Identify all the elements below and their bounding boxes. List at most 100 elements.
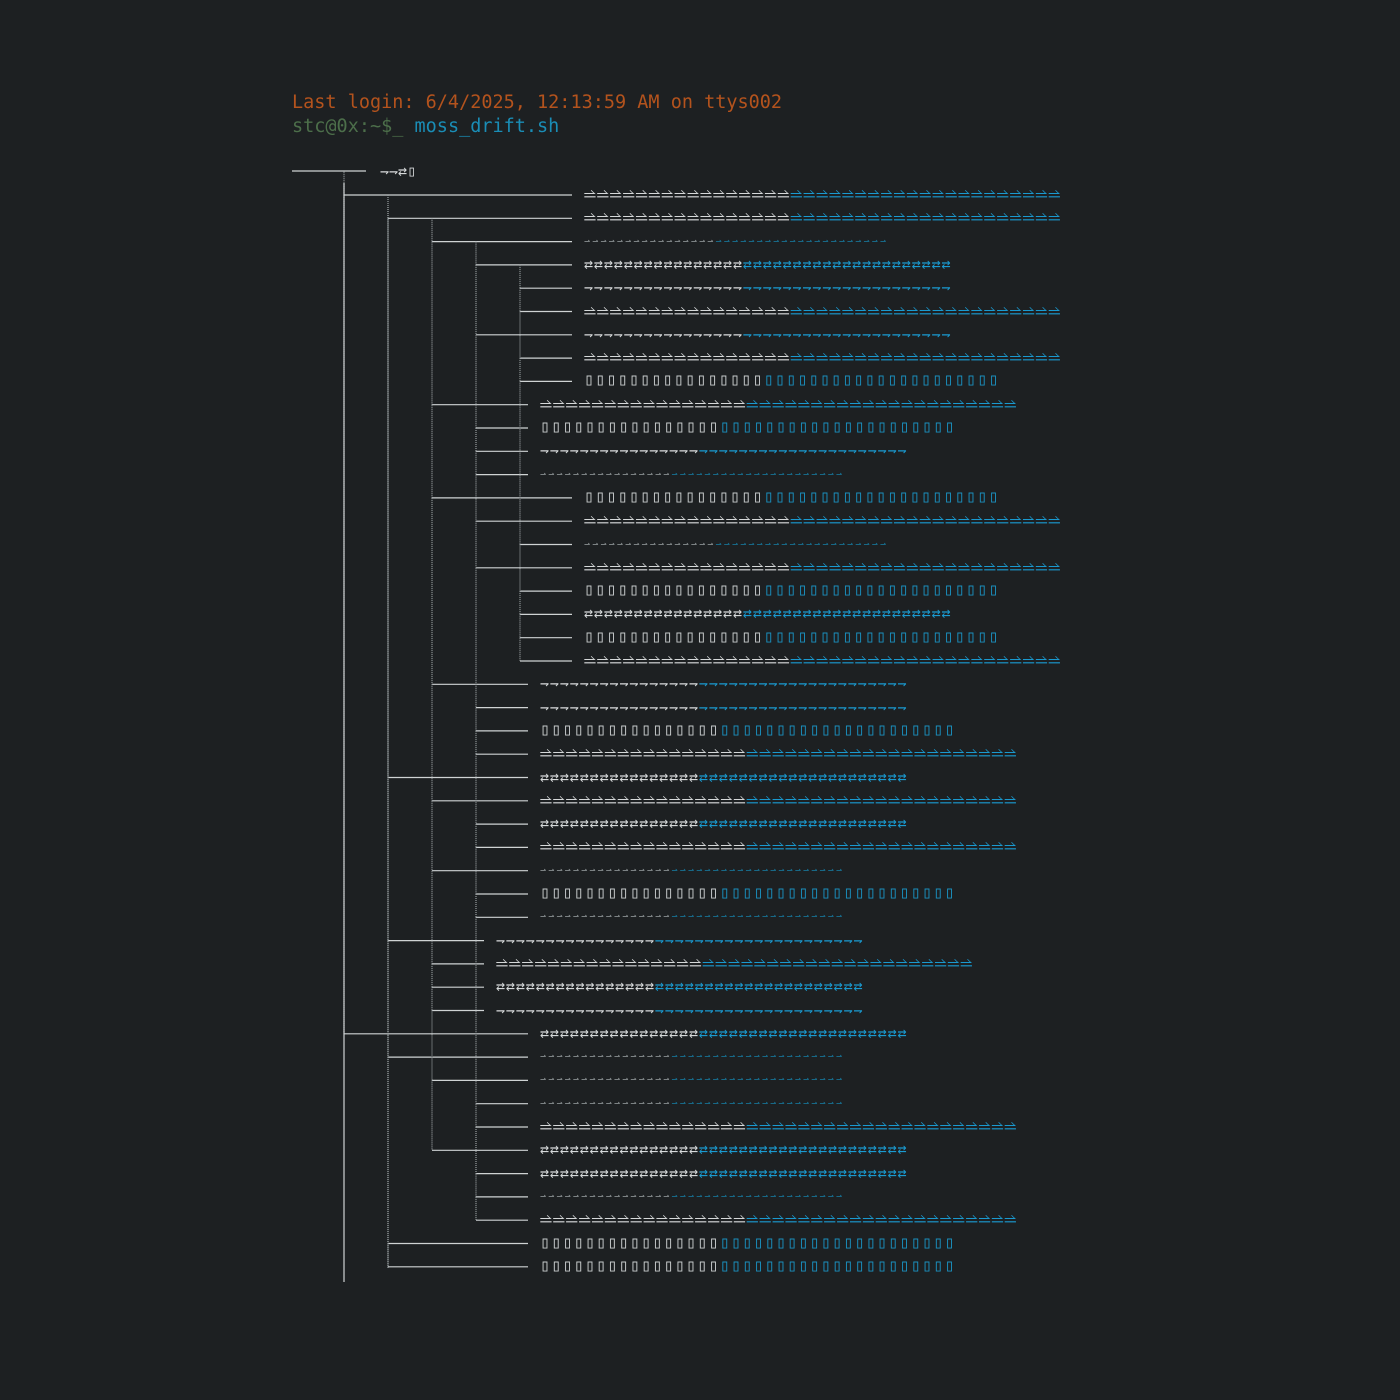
- tree-row: ⇀⇀⇀⇀⇀⇀⇀⇀⇀⇀⇀⇀⇀⇀⇀⇀⇀⇀⇀⇀⇀⇀⇀⇀⇀⇀⇀⇀⇀⇀⇀⇀⇀⇀⇀⇀⇀: [540, 1045, 844, 1068]
- row-glyphs-blue: ⇀⇀⇀⇀⇀⇀⇀⇀⇀⇀⇀⇀⇀⇀⇀⇀⇀⇀⇀⇀⇀: [671, 864, 845, 876]
- last-login-line: Last login: 6/4/2025, 12:13:59 AM on tty…: [292, 92, 783, 113]
- row-glyphs-white: ⥬⥬⥬⥬⥬⥬⥬⥬⥬⥬⥬⥬⥬⥬⥬⥬: [584, 651, 791, 669]
- tree-row: ⇁⇁⇁⇁⇁⇁⇁⇁⇁⇁⇁⇁⇁⇁⇁⇁⇁⇁⇁⇁⇁⇁⇁⇁⇁⇁⇁⇁⇁⇁⇁⇁⇁⇁⇁⇁⇁: [584, 276, 951, 299]
- tree-row: ▯▯▯▯▯▯▯▯▯▯▯▯▯▯▯▯▯▯▯▯▯▯▯▯▯▯▯▯▯▯▯▯▯▯▯▯▯: [540, 1232, 956, 1255]
- row-glyphs-blue: ⥬⥬⥬⥬⥬⥬⥬⥬⥬⥬⥬⥬⥬⥬⥬⥬⥬⥬⥬⥬⥬: [790, 185, 1062, 203]
- row-glyphs-white: ▯▯▯▯▯▯▯▯▯▯▯▯▯▯▯▯: [540, 1232, 720, 1253]
- tree-root-glyphs: ⇁⇁⇄▯: [380, 162, 417, 180]
- row-glyphs-white: ⥬⥬⥬⥬⥬⥬⥬⥬⥬⥬⥬⥬⥬⥬⥬⥬: [496, 953, 703, 972]
- row-glyphs-blue: ⇁⇁⇁⇁⇁⇁⇁⇁⇁⇁⇁⇁⇁⇁⇁⇁⇁⇁⇁⇁⇁: [654, 930, 864, 949]
- row-glyphs-blue: ⇄⇄⇄⇄⇄⇄⇄⇄⇄⇄⇄⇄⇄⇄⇄⇄⇄⇄⇄⇄⇄: [698, 1163, 908, 1182]
- row-glyphs-white: ⇀⇀⇀⇀⇀⇀⇀⇀⇀⇀⇀⇀⇀⇀⇀⇀: [540, 1074, 672, 1086]
- tree-row: ⇄⇄⇄⇄⇄⇄⇄⇄⇄⇄⇄⇄⇄⇄⇄⇄⇄⇄⇄⇄⇄⇄⇄⇄⇄⇄⇄⇄⇄⇄⇄⇄⇄⇄⇄⇄⇄: [496, 975, 863, 998]
- row-glyphs-white: ⥬⥬⥬⥬⥬⥬⥬⥬⥬⥬⥬⥬⥬⥬⥬⥬: [584, 208, 791, 227]
- row-glyphs-blue: ⇄⇄⇄⇄⇄⇄⇄⇄⇄⇄⇄⇄⇄⇄⇄⇄⇄⇄⇄⇄⇄: [654, 977, 864, 996]
- row-glyphs-white: ⇄⇄⇄⇄⇄⇄⇄⇄⇄⇄⇄⇄⇄⇄⇄⇄: [584, 254, 743, 273]
- tree-row: ⥬⥬⥬⥬⥬⥬⥬⥬⥬⥬⥬⥬⥬⥬⥬⥬⥬⥬⥬⥬⥬⥬⥬⥬⥬⥬⥬⥬⥬⥬⥬⥬⥬⥬⥬⥬⥬: [584, 509, 1061, 532]
- tree-row: ⇄⇄⇄⇄⇄⇄⇄⇄⇄⇄⇄⇄⇄⇄⇄⇄⇄⇄⇄⇄⇄⇄⇄⇄⇄⇄⇄⇄⇄⇄⇄⇄⇄⇄⇄⇄⇄: [540, 812, 907, 835]
- row-glyphs-blue: ▯▯▯▯▯▯▯▯▯▯▯▯▯▯▯▯▯▯▯▯▯: [719, 883, 956, 903]
- tree-row: ⇁⇁⇁⇁⇁⇁⇁⇁⇁⇁⇁⇁⇁⇁⇁⇁⇁⇁⇁⇁⇁⇁⇁⇁⇁⇁⇁⇁⇁⇁⇁⇁⇁⇁⇁⇁⇁: [540, 672, 907, 695]
- row-glyphs-blue: ⇀⇀⇀⇀⇀⇀⇀⇀⇀⇀⇀⇀⇀⇀⇀⇀⇀⇀⇀⇀⇀: [671, 468, 845, 480]
- row-glyphs-white: ⇄⇄⇄⇄⇄⇄⇄⇄⇄⇄⇄⇄⇄⇄⇄⇄: [540, 767, 699, 786]
- tree-row: ⇀⇀⇀⇀⇀⇀⇀⇀⇀⇀⇀⇀⇀⇀⇀⇀⇀⇀⇀⇀⇀⇀⇀⇀⇀⇀⇀⇀⇀⇀⇀⇀⇀⇀⇀⇀⇀: [540, 859, 844, 882]
- row-glyphs-blue: ⥬⥬⥬⥬⥬⥬⥬⥬⥬⥬⥬⥬⥬⥬⥬⥬⥬⥬⥬⥬⥬: [746, 837, 1018, 856]
- row-glyphs-white: ▯▯▯▯▯▯▯▯▯▯▯▯▯▯▯▯: [584, 370, 764, 391]
- tree-row: ⇄⇄⇄⇄⇄⇄⇄⇄⇄⇄⇄⇄⇄⇄⇄⇄⇄⇄⇄⇄⇄⇄⇄⇄⇄⇄⇄⇄⇄⇄⇄⇄⇄⇄⇄⇄⇄: [540, 1022, 907, 1045]
- row-glyphs-blue: ⇀⇀⇀⇀⇀⇀⇀⇀⇀⇀⇀⇀⇀⇀⇀⇀⇀⇀⇀⇀⇀: [671, 911, 845, 923]
- tree-row: ⇁⇁⇁⇁⇁⇁⇁⇁⇁⇁⇁⇁⇁⇁⇁⇁⇁⇁⇁⇁⇁⇁⇁⇁⇁⇁⇁⇁⇁⇁⇁⇁⇁⇁⇁⇁⇁: [540, 696, 907, 719]
- row-glyphs-blue: ⇁⇁⇁⇁⇁⇁⇁⇁⇁⇁⇁⇁⇁⇁⇁⇁⇁⇁⇁⇁⇁: [742, 324, 952, 343]
- row-glyphs-white: ⇀⇀⇀⇀⇀⇀⇀⇀⇀⇀⇀⇀⇀⇀⇀⇀: [584, 538, 716, 550]
- row-glyphs-blue: ▯▯▯▯▯▯▯▯▯▯▯▯▯▯▯▯▯▯▯▯▯: [763, 370, 1000, 391]
- row-glyphs-blue: ⇄⇄⇄⇄⇄⇄⇄⇄⇄⇄⇄⇄⇄⇄⇄⇄⇄⇄⇄⇄⇄: [742, 604, 952, 623]
- tree-row: ⥬⥬⥬⥬⥬⥬⥬⥬⥬⥬⥬⥬⥬⥬⥬⥬⥬⥬⥬⥬⥬⥬⥬⥬⥬⥬⥬⥬⥬⥬⥬⥬⥬⥬⥬⥬⥬: [540, 742, 1017, 765]
- row-glyphs-blue: ▯▯▯▯▯▯▯▯▯▯▯▯▯▯▯▯▯▯▯▯▯: [719, 417, 956, 437]
- row-glyphs-white: ▯▯▯▯▯▯▯▯▯▯▯▯▯▯▯▯: [540, 883, 720, 903]
- row-glyphs-white: ⇀⇀⇀⇀⇀⇀⇀⇀⇀⇀⇀⇀⇀⇀⇀⇀: [540, 864, 672, 876]
- row-glyphs-white: ⇀⇀⇀⇀⇀⇀⇀⇀⇀⇀⇀⇀⇀⇀⇀⇀: [540, 911, 672, 923]
- row-glyphs-white: ⇁⇁⇁⇁⇁⇁⇁⇁⇁⇁⇁⇁⇁⇁⇁⇁: [540, 441, 699, 460]
- row-glyphs-blue: ⥬⥬⥬⥬⥬⥬⥬⥬⥬⥬⥬⥬⥬⥬⥬⥬⥬⥬⥬⥬⥬: [790, 301, 1062, 320]
- row-glyphs-blue: ▯▯▯▯▯▯▯▯▯▯▯▯▯▯▯▯▯▯▯▯▯: [719, 719, 956, 740]
- tree-row: ⥬⥬⥬⥬⥬⥬⥬⥬⥬⥬⥬⥬⥬⥬⥬⥬⥬⥬⥬⥬⥬⥬⥬⥬⥬⥬⥬⥬⥬⥬⥬⥬⥬⥬⥬⥬⥬: [540, 1115, 1017, 1138]
- tree-row: ⇀⇀⇀⇀⇀⇀⇀⇀⇀⇀⇀⇀⇀⇀⇀⇀⇀⇀⇀⇀⇀⇀⇀⇀⇀⇀⇀⇀⇀⇀⇀⇀⇀⇀⇀⇀⇀: [540, 463, 844, 486]
- row-glyphs-blue: ⥬⥬⥬⥬⥬⥬⥬⥬⥬⥬⥬⥬⥬⥬⥬⥬⥬⥬⥬⥬⥬: [746, 744, 1018, 763]
- row-glyphs-blue: ⇀⇀⇀⇀⇀⇀⇀⇀⇀⇀⇀⇀⇀⇀⇀⇀⇀⇀⇀⇀⇀: [671, 1097, 845, 1109]
- row-glyphs-white: ⇁⇁⇁⇁⇁⇁⇁⇁⇁⇁⇁⇁⇁⇁⇁⇁: [496, 1000, 655, 1019]
- tree-row: ⇀⇀⇀⇀⇀⇀⇀⇀⇀⇀⇀⇀⇀⇀⇀⇀⇀⇀⇀⇀⇀⇀⇀⇀⇀⇀⇀⇀⇀⇀⇀⇀⇀⇀⇀⇀⇀: [584, 230, 888, 253]
- row-glyphs-blue: ⇁⇁⇁⇁⇁⇁⇁⇁⇁⇁⇁⇁⇁⇁⇁⇁⇁⇁⇁⇁⇁: [698, 441, 908, 460]
- row-glyphs-blue: ▯▯▯▯▯▯▯▯▯▯▯▯▯▯▯▯▯▯▯▯▯: [763, 486, 1000, 507]
- row-glyphs-white: ⇄⇄⇄⇄⇄⇄⇄⇄⇄⇄⇄⇄⇄⇄⇄⇄: [496, 977, 655, 996]
- row-glyphs-white: ⥬⥬⥬⥬⥬⥬⥬⥬⥬⥬⥬⥬⥬⥬⥬⥬: [540, 744, 747, 763]
- row-glyphs-blue: ⥬⥬⥬⥬⥬⥬⥬⥬⥬⥬⥬⥬⥬⥬⥬⥬⥬⥬⥬⥬⥬: [790, 557, 1062, 576]
- row-glyphs-blue: ⇁⇁⇁⇁⇁⇁⇁⇁⇁⇁⇁⇁⇁⇁⇁⇁⇁⇁⇁⇁⇁: [654, 1000, 864, 1019]
- row-glyphs-blue: ⥬⥬⥬⥬⥬⥬⥬⥬⥬⥬⥬⥬⥬⥬⥬⥬⥬⥬⥬⥬⥬: [702, 953, 974, 972]
- row-glyphs-white: ⥬⥬⥬⥬⥬⥬⥬⥬⥬⥬⥬⥬⥬⥬⥬⥬: [540, 1210, 747, 1229]
- shell-prompt: stc@0x:~$_ moss_drift.sh: [292, 115, 559, 139]
- tree-row: ▯▯▯▯▯▯▯▯▯▯▯▯▯▯▯▯▯▯▯▯▯▯▯▯▯▯▯▯▯▯▯▯▯▯▯▯▯: [584, 579, 1000, 602]
- tree-row: ⇀⇀⇀⇀⇀⇀⇀⇀⇀⇀⇀⇀⇀⇀⇀⇀⇀⇀⇀⇀⇀⇀⇀⇀⇀⇀⇀⇀⇀⇀⇀⇀⇀⇀⇀⇀⇀: [540, 905, 844, 928]
- tree-row: ⇄⇄⇄⇄⇄⇄⇄⇄⇄⇄⇄⇄⇄⇄⇄⇄⇄⇄⇄⇄⇄⇄⇄⇄⇄⇄⇄⇄⇄⇄⇄⇄⇄⇄⇄⇄⇄: [540, 1138, 907, 1161]
- row-glyphs-white: ⇄⇄⇄⇄⇄⇄⇄⇄⇄⇄⇄⇄⇄⇄⇄⇄: [540, 1023, 699, 1042]
- row-glyphs-blue: ▯▯▯▯▯▯▯▯▯▯▯▯▯▯▯▯▯▯▯▯▯: [719, 1232, 956, 1253]
- row-glyphs-blue: ⇄⇄⇄⇄⇄⇄⇄⇄⇄⇄⇄⇄⇄⇄⇄⇄⇄⇄⇄⇄⇄: [698, 1023, 908, 1042]
- tree-row: ⥬⥬⥬⥬⥬⥬⥬⥬⥬⥬⥬⥬⥬⥬⥬⥬⥬⥬⥬⥬⥬⥬⥬⥬⥬⥬⥬⥬⥬⥬⥬⥬⥬⥬⥬⥬⥬: [584, 206, 1061, 229]
- tree-row: ⇁⇁⇁⇁⇁⇁⇁⇁⇁⇁⇁⇁⇁⇁⇁⇁⇁⇁⇁⇁⇁⇁⇁⇁⇁⇁⇁⇁⇁⇁⇁⇁⇁⇁⇁⇁⇁: [584, 323, 951, 346]
- row-glyphs-white: ▯▯▯▯▯▯▯▯▯▯▯▯▯▯▯▯: [584, 580, 764, 601]
- tree-row: ⥬⥬⥬⥬⥬⥬⥬⥬⥬⥬⥬⥬⥬⥬⥬⥬⥬⥬⥬⥬⥬⥬⥬⥬⥬⥬⥬⥬⥬⥬⥬⥬⥬⥬⥬⥬⥬: [584, 346, 1061, 369]
- tree-row: ▯▯▯▯▯▯▯▯▯▯▯▯▯▯▯▯▯▯▯▯▯▯▯▯▯▯▯▯▯▯▯▯▯▯▯▯▯: [540, 882, 956, 905]
- row-glyphs-blue: ⥬⥬⥬⥬⥬⥬⥬⥬⥬⥬⥬⥬⥬⥬⥬⥬⥬⥬⥬⥬⥬: [790, 511, 1062, 530]
- tree-row: ⥬⥬⥬⥬⥬⥬⥬⥬⥬⥬⥬⥬⥬⥬⥬⥬⥬⥬⥬⥬⥬⥬⥬⥬⥬⥬⥬⥬⥬⥬⥬⥬⥬⥬⥬⥬⥬: [540, 393, 1017, 416]
- row-glyphs-white: ⇀⇀⇀⇀⇀⇀⇀⇀⇀⇀⇀⇀⇀⇀⇀⇀: [540, 1051, 672, 1063]
- row-glyphs-white: ▯▯▯▯▯▯▯▯▯▯▯▯▯▯▯▯: [540, 719, 720, 740]
- row-glyphs-white: ⇁⇁⇁⇁⇁⇁⇁⇁⇁⇁⇁⇁⇁⇁⇁⇁: [540, 697, 699, 716]
- tree-row: ⇄⇄⇄⇄⇄⇄⇄⇄⇄⇄⇄⇄⇄⇄⇄⇄⇄⇄⇄⇄⇄⇄⇄⇄⇄⇄⇄⇄⇄⇄⇄⇄⇄⇄⇄⇄⇄: [584, 602, 951, 625]
- row-glyphs-white: ⇀⇀⇀⇀⇀⇀⇀⇀⇀⇀⇀⇀⇀⇀⇀⇀: [540, 1190, 672, 1202]
- row-glyphs-white: ▯▯▯▯▯▯▯▯▯▯▯▯▯▯▯▯: [540, 417, 720, 437]
- tree-row: ⥬⥬⥬⥬⥬⥬⥬⥬⥬⥬⥬⥬⥬⥬⥬⥬⥬⥬⥬⥬⥬⥬⥬⥬⥬⥬⥬⥬⥬⥬⥬⥬⥬⥬⥬⥬⥬: [540, 1208, 1017, 1231]
- row-glyphs-blue: ▯▯▯▯▯▯▯▯▯▯▯▯▯▯▯▯▯▯▯▯▯: [719, 1255, 956, 1276]
- row-glyphs-blue: ⇄⇄⇄⇄⇄⇄⇄⇄⇄⇄⇄⇄⇄⇄⇄⇄⇄⇄⇄⇄⇄: [698, 1140, 908, 1159]
- row-glyphs-blue: ⇄⇄⇄⇄⇄⇄⇄⇄⇄⇄⇄⇄⇄⇄⇄⇄⇄⇄⇄⇄⇄: [698, 767, 908, 786]
- row-glyphs-blue: ⥬⥬⥬⥬⥬⥬⥬⥬⥬⥬⥬⥬⥬⥬⥬⥬⥬⥬⥬⥬⥬: [746, 790, 1018, 809]
- tree-row: ⥬⥬⥬⥬⥬⥬⥬⥬⥬⥬⥬⥬⥬⥬⥬⥬⥬⥬⥬⥬⥬⥬⥬⥬⥬⥬⥬⥬⥬⥬⥬⥬⥬⥬⥬⥬⥬: [540, 789, 1017, 812]
- row-glyphs-white: ⥬⥬⥬⥬⥬⥬⥬⥬⥬⥬⥬⥬⥬⥬⥬⥬: [584, 511, 791, 530]
- tree-row: ⇀⇀⇀⇀⇀⇀⇀⇀⇀⇀⇀⇀⇀⇀⇀⇀⇀⇀⇀⇀⇀⇀⇀⇀⇀⇀⇀⇀⇀⇀⇀⇀⇀⇀⇀⇀⇀: [540, 1092, 844, 1115]
- row-glyphs-blue: ⇁⇁⇁⇁⇁⇁⇁⇁⇁⇁⇁⇁⇁⇁⇁⇁⇁⇁⇁⇁⇁: [742, 278, 952, 297]
- row-glyphs-blue: ⇄⇄⇄⇄⇄⇄⇄⇄⇄⇄⇄⇄⇄⇄⇄⇄⇄⇄⇄⇄⇄: [742, 254, 952, 273]
- row-glyphs-white: ▯▯▯▯▯▯▯▯▯▯▯▯▯▯▯▯: [584, 486, 764, 507]
- tree-row: ▯▯▯▯▯▯▯▯▯▯▯▯▯▯▯▯▯▯▯▯▯▯▯▯▯▯▯▯▯▯▯▯▯▯▯▯▯: [584, 486, 1000, 509]
- row-glyphs-white: ⇀⇀⇀⇀⇀⇀⇀⇀⇀⇀⇀⇀⇀⇀⇀⇀: [540, 1097, 672, 1109]
- row-glyphs-white: ⇄⇄⇄⇄⇄⇄⇄⇄⇄⇄⇄⇄⇄⇄⇄⇄: [584, 604, 743, 623]
- row-glyphs-blue: ⇁⇁⇁⇁⇁⇁⇁⇁⇁⇁⇁⇁⇁⇁⇁⇁⇁⇁⇁⇁⇁: [698, 697, 908, 716]
- tree-row: ⥬⥬⥬⥬⥬⥬⥬⥬⥬⥬⥬⥬⥬⥬⥬⥬⥬⥬⥬⥬⥬⥬⥬⥬⥬⥬⥬⥬⥬⥬⥬⥬⥬⥬⥬⥬⥬: [584, 556, 1061, 579]
- tree-row: ▯▯▯▯▯▯▯▯▯▯▯▯▯▯▯▯▯▯▯▯▯▯▯▯▯▯▯▯▯▯▯▯▯▯▯▯▯: [584, 369, 1000, 392]
- tree-row: ⇀⇀⇀⇀⇀⇀⇀⇀⇀⇀⇀⇀⇀⇀⇀⇀⇀⇀⇀⇀⇀⇀⇀⇀⇀⇀⇀⇀⇀⇀⇀⇀⇀⇀⇀⇀⇀: [540, 1068, 844, 1091]
- row-glyphs-white: ⥬⥬⥬⥬⥬⥬⥬⥬⥬⥬⥬⥬⥬⥬⥬⥬: [584, 185, 791, 203]
- row-glyphs-white: ⇁⇁⇁⇁⇁⇁⇁⇁⇁⇁⇁⇁⇁⇁⇁⇁: [584, 324, 743, 343]
- prompt-command: moss_drift.sh: [414, 116, 560, 137]
- tree-row: ⥬⥬⥬⥬⥬⥬⥬⥬⥬⥬⥬⥬⥬⥬⥬⥬⥬⥬⥬⥬⥬⥬⥬⥬⥬⥬⥬⥬⥬⥬⥬⥬⥬⥬⥬⥬⥬: [540, 835, 1017, 858]
- row-glyphs-white: ⇁⇁⇁⇁⇁⇁⇁⇁⇁⇁⇁⇁⇁⇁⇁⇁: [540, 674, 699, 693]
- tree-row: ⇄⇄⇄⇄⇄⇄⇄⇄⇄⇄⇄⇄⇄⇄⇄⇄⇄⇄⇄⇄⇄⇄⇄⇄⇄⇄⇄⇄⇄⇄⇄⇄⇄⇄⇄⇄⇄: [540, 1162, 907, 1185]
